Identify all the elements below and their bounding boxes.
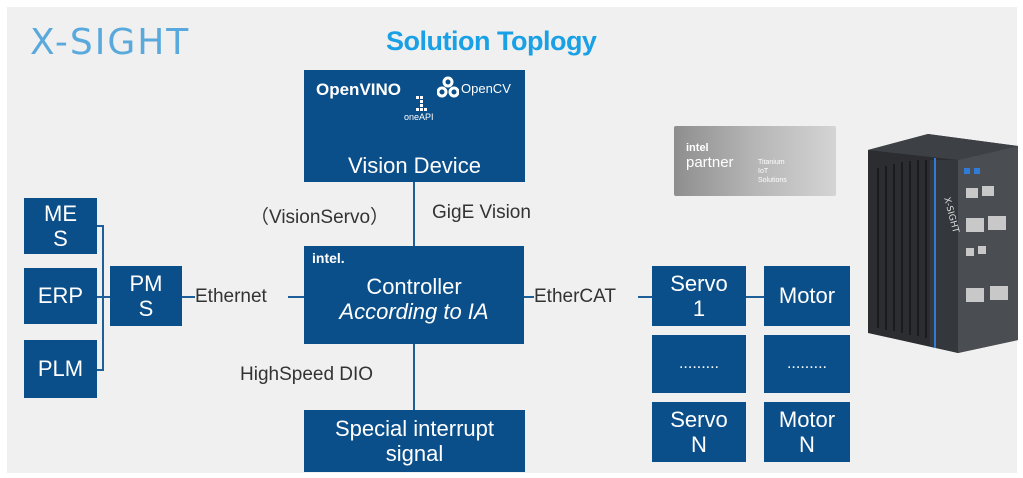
x-sight-logo: X-SIGHT	[30, 22, 191, 63]
motor-n-label-line2: N	[799, 432, 815, 457]
pms-label-line2: S	[138, 296, 154, 321]
vision-device-box: OpenVINO OpenCV oneAPI Vision Device	[304, 70, 525, 182]
plm-box: PLM	[24, 340, 97, 398]
motor-dots-box: .........	[764, 335, 850, 393]
servo-n-label-line2: N	[691, 432, 707, 457]
oneapi-logo: oneAPI	[404, 112, 434, 122]
pms-label-line1: PM	[129, 270, 163, 296]
servo-n-label-line1: Servo	[670, 406, 728, 432]
erp-label: ERP	[37, 283, 84, 309]
controller-subtitle: According to IA	[339, 299, 489, 324]
vision-device-label: Vision Device	[348, 152, 481, 178]
servo-dots-label: .........	[678, 354, 719, 372]
servo-dots-box: .........	[652, 335, 746, 393]
partner-intel-text: intel	[686, 142, 709, 154]
openvino-logo: OpenVINO	[316, 80, 402, 99]
oneapi-icon	[414, 94, 428, 119]
partner-text: partner	[686, 154, 734, 171]
plm-label: PLM	[37, 356, 84, 382]
servo-1-label-line1: Servo	[670, 270, 728, 296]
interrupt-label-line2: signal	[385, 441, 444, 466]
intel-partner-badge: intel partner Titanium IoT Solutions	[674, 126, 836, 196]
erp-box: ERP	[24, 268, 97, 324]
industrial-pc-image: X-SIGHT	[868, 128, 1018, 353]
servo-1-label-line2: 1	[692, 296, 706, 321]
high-speed-dio-label: HighSpeed DIO	[240, 364, 374, 385]
motor-dots-label: .........	[786, 354, 827, 372]
interrupt-label-line1: Special interrupt	[335, 415, 494, 441]
ethercat-label: EtherCAT	[534, 286, 617, 307]
mes-label-line2: S	[53, 226, 68, 251]
gige-vision-label: GigE Vision	[432, 202, 531, 223]
partner-tier: Titanium IoT Solutions	[758, 159, 787, 184]
vision-logos: OpenVINO OpenCV oneAPI	[304, 70, 525, 138]
controller-box: intel. Controller According to IA	[304, 246, 524, 344]
ethernet-label: Ethernet	[195, 286, 267, 307]
controller-label: Controller	[366, 273, 462, 299]
diagram-title: Solution Toplogy	[386, 26, 597, 56]
opencv-logo: OpenCV	[461, 81, 511, 96]
mes-label-line1: ME	[44, 200, 77, 226]
motor-1-box: Motor	[764, 266, 850, 326]
intel-logo: intel.	[312, 250, 345, 266]
motor-1-label: Motor	[778, 283, 836, 309]
opencv-icon	[436, 76, 460, 103]
vision-servo-label: （VisionServo）	[250, 207, 390, 228]
motor-n-label-line1: Motor	[778, 406, 836, 432]
